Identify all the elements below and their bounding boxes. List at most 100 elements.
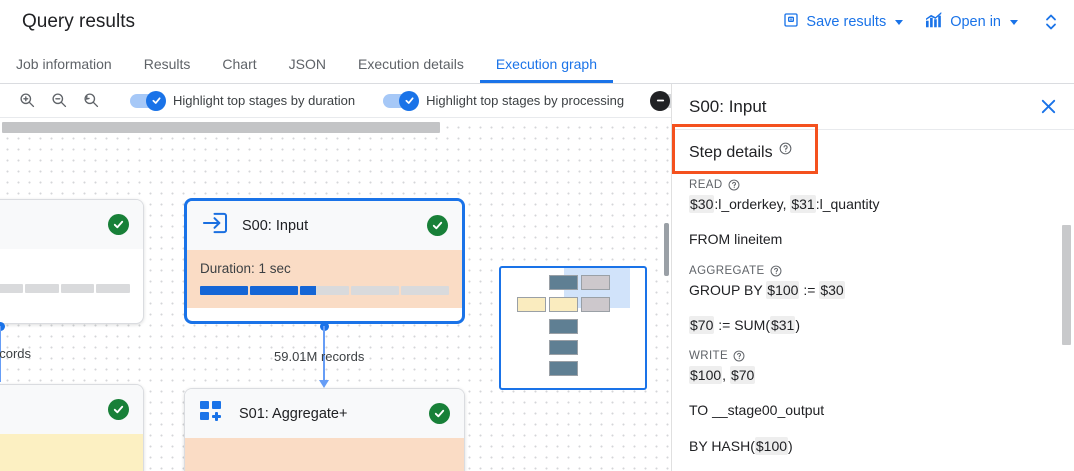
step-details-heading: Step details bbox=[689, 142, 1058, 162]
help-circle-icon[interactable] bbox=[770, 265, 782, 277]
minimap-node bbox=[549, 297, 578, 312]
check-circle-icon bbox=[108, 214, 129, 235]
node-header: S01: Aggregate+ bbox=[185, 389, 464, 438]
chevron-down-icon bbox=[895, 19, 904, 25]
header-actions: Save results Open in bbox=[781, 10, 1064, 34]
node-body bbox=[185, 438, 464, 471]
save-results-button[interactable]: Save results bbox=[781, 10, 905, 34]
edge-label: ecords bbox=[0, 346, 32, 361]
minimap-node bbox=[549, 340, 578, 355]
tab-execution-details[interactable]: Execution details bbox=[357, 56, 464, 72]
text-part: := SUM( bbox=[714, 316, 770, 333]
panel-header: S00: Input bbox=[672, 84, 1074, 130]
check-circle-icon bbox=[429, 403, 450, 424]
toggle-switch[interactable] bbox=[130, 90, 166, 111]
node-header: S00: Input bbox=[187, 201, 462, 250]
canvas-vertical-scrollbar[interactable] bbox=[664, 223, 669, 276]
step-details-label: Step details bbox=[689, 144, 773, 161]
check-icon bbox=[151, 97, 161, 104]
field-ref: $30 bbox=[689, 195, 715, 213]
canvas-horizontal-scrollbar[interactable] bbox=[2, 122, 440, 133]
edge-line bbox=[0, 326, 1, 382]
toggle-label: Highlight top stages by duration bbox=[173, 93, 356, 108]
section-value-read: $30:l_orderkey, $31:l_quantity bbox=[689, 194, 1058, 214]
zoom-out-button[interactable] bbox=[46, 88, 72, 114]
zoom-controls bbox=[0, 88, 116, 114]
progress-segment bbox=[200, 286, 249, 295]
section-label-text: AGGREGATE bbox=[689, 264, 765, 277]
expand-collapse-button[interactable] bbox=[1038, 11, 1064, 33]
progress-segment bbox=[400, 286, 450, 295]
page-title: Query results bbox=[22, 11, 135, 32]
text-part: ) bbox=[795, 316, 801, 333]
zoom-reset-icon bbox=[83, 93, 98, 108]
section-value-sum: $70 := SUM($31) bbox=[689, 315, 1058, 335]
toggle-knob bbox=[146, 90, 166, 111]
section-value-write: $100, $70 bbox=[689, 365, 1058, 385]
section-value-from: FROM lineitem bbox=[689, 231, 783, 248]
help-circle-icon[interactable] bbox=[733, 350, 745, 362]
expand-collapse-icon bbox=[1046, 14, 1056, 30]
minimap-node bbox=[549, 319, 578, 334]
toggle-highlight-processing[interactable]: Highlight top stages by processing bbox=[369, 90, 638, 111]
text-part: BY HASH( bbox=[689, 437, 755, 454]
save-results-icon bbox=[783, 12, 799, 32]
close-panel-button[interactable] bbox=[1039, 97, 1058, 116]
node-body bbox=[0, 249, 143, 306]
graph-minimap[interactable] bbox=[499, 266, 647, 390]
zoom-out-icon bbox=[51, 93, 66, 108]
panel-vertical-scrollbar[interactable] bbox=[1062, 225, 1071, 345]
panel-body: Step details READ bbox=[672, 130, 1074, 471]
text-part: GROUP BY bbox=[689, 281, 767, 298]
text-part: :l_quantity bbox=[815, 196, 880, 212]
zoom-in-button[interactable] bbox=[14, 88, 40, 114]
field-ref: $30 bbox=[819, 280, 845, 299]
edge-line bbox=[323, 326, 325, 382]
node-header bbox=[0, 385, 143, 434]
minimap-node bbox=[581, 275, 610, 290]
progress-segment bbox=[300, 286, 349, 295]
node-title: S00: Input bbox=[242, 217, 309, 234]
progress-segment bbox=[25, 284, 59, 293]
minimap-node bbox=[517, 297, 546, 312]
node-progress-bar bbox=[200, 286, 450, 295]
tab-chart[interactable]: Chart bbox=[222, 56, 257, 72]
edge-label: 59.01M records bbox=[274, 349, 365, 364]
progress-segment bbox=[96, 284, 130, 293]
toggle-switch[interactable] bbox=[383, 90, 420, 111]
check-circle-icon bbox=[427, 215, 448, 236]
text-part: , bbox=[722, 367, 730, 384]
graph-node-s01-aggregate[interactable]: S01: Aggregate+ bbox=[184, 388, 465, 471]
page-header: Query results Save results bbox=[0, 0, 1074, 46]
toggle-highlight-duration[interactable]: Highlight top stages by duration bbox=[116, 90, 369, 111]
section-label-write: WRITE bbox=[689, 350, 1058, 362]
zoom-in-icon bbox=[19, 93, 34, 108]
text-part: := bbox=[799, 281, 820, 298]
graph-toolbar: Highlight top stages by duration Highlig… bbox=[0, 84, 687, 118]
field-ref: $70 bbox=[729, 366, 756, 385]
help-circle-icon[interactable] bbox=[779, 142, 792, 155]
tab-job-information[interactable]: Job information bbox=[16, 56, 112, 72]
open-in-label: Open in bbox=[950, 14, 1001, 30]
node-header bbox=[0, 200, 143, 249]
help-circle-icon[interactable] bbox=[728, 179, 740, 191]
execution-graph-canvas[interactable]: ecords bbox=[0, 118, 671, 471]
open-in-button[interactable]: Open in bbox=[923, 10, 1020, 34]
minimap-node bbox=[549, 361, 578, 376]
minimap-node bbox=[549, 275, 578, 290]
tab-results[interactable]: Results bbox=[143, 56, 191, 72]
field-ref: $70 bbox=[689, 315, 715, 334]
text-part: ) bbox=[788, 437, 793, 454]
tab-execution-graph[interactable]: Execution graph bbox=[479, 45, 614, 83]
zoom-reset-button[interactable] bbox=[78, 88, 104, 114]
toggle-knob bbox=[399, 90, 420, 111]
section-label-read: READ bbox=[689, 179, 1058, 191]
check-icon bbox=[405, 97, 414, 104]
graph-node-s00-input[interactable]: S00: Input Duration: 1 sec bbox=[184, 198, 465, 324]
graph-node-partial-top-left[interactable] bbox=[0, 199, 144, 324]
tab-json[interactable]: JSON bbox=[288, 56, 326, 72]
progress-segment bbox=[350, 286, 399, 295]
progress-segment bbox=[0, 284, 24, 293]
graph-node-partial-bottom-left[interactable] bbox=[0, 384, 144, 471]
